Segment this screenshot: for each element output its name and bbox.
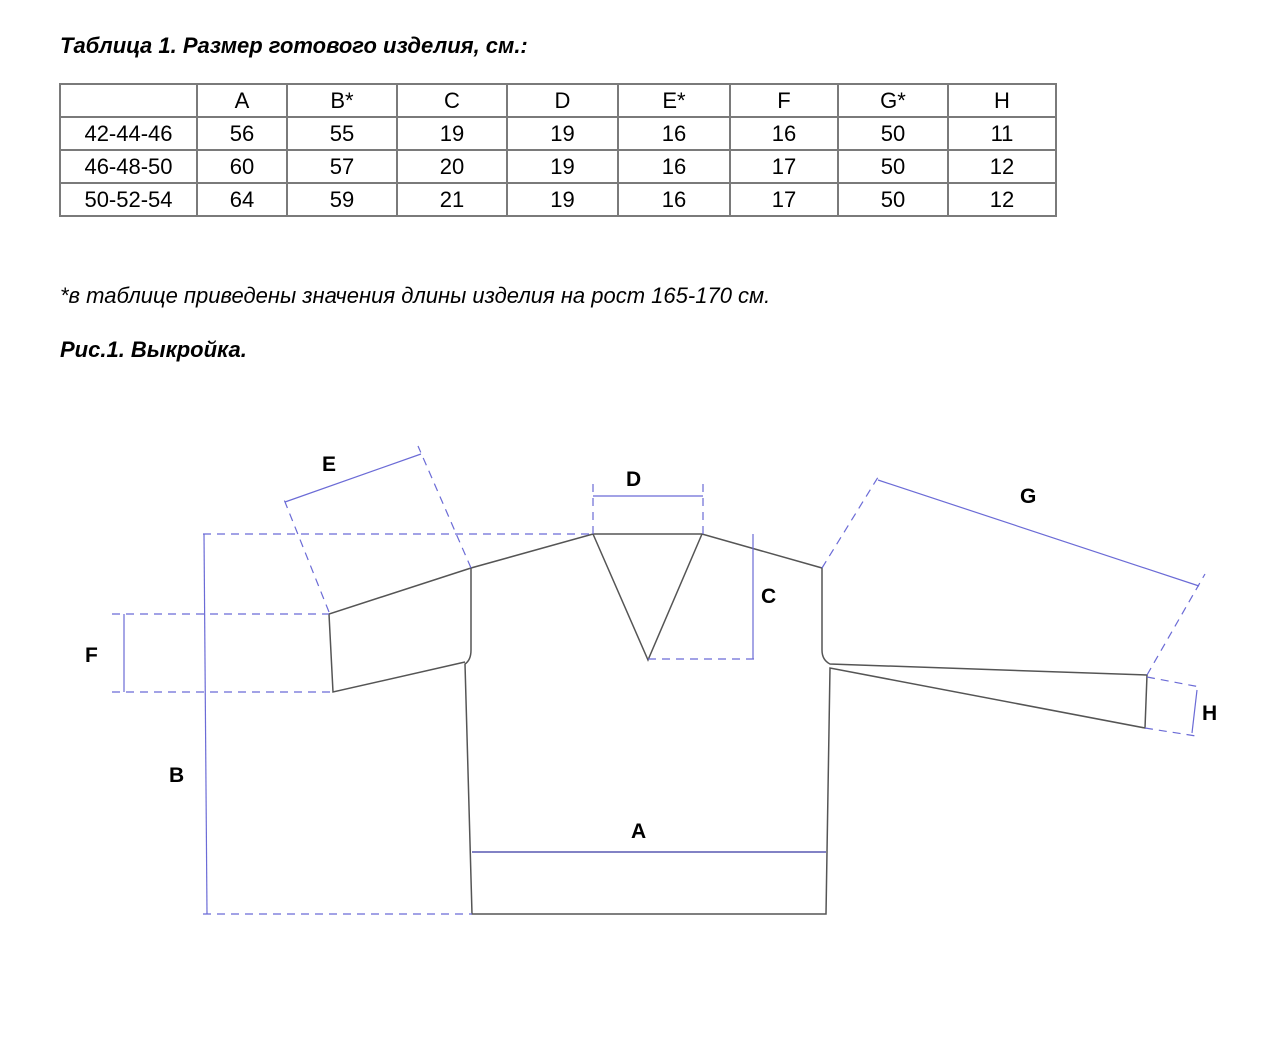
table-cell: 19 — [506, 149, 619, 184]
table-cell: 16 — [729, 116, 839, 151]
table-cell-size: 50-52-54 — [59, 182, 198, 217]
table-row: 50-52-54 64 59 21 19 16 17 50 12 — [59, 182, 1057, 217]
table-header-row: A B* C D E* F G* H — [59, 83, 1057, 118]
h-upper-extension-line — [1146, 676, 1201, 688]
v-neck-outline — [592, 533, 703, 662]
g-right-extension-line — [1146, 573, 1206, 676]
table-cell: 16 — [617, 149, 731, 184]
table-cell: 17 — [729, 149, 839, 184]
table-header-cell: C — [396, 83, 508, 118]
table-header-cell: H — [947, 83, 1057, 118]
table-header-cell — [59, 83, 198, 118]
e-dimension-line — [284, 453, 422, 503]
table-row: 42-44-46 56 55 19 19 16 16 50 11 — [59, 116, 1057, 151]
table-header-cell: B* — [286, 83, 398, 118]
table-cell-size: 46-48-50 — [59, 149, 198, 184]
g-left-extension-line — [821, 473, 881, 569]
table-header-cell: E* — [617, 83, 731, 118]
table-cell: 59 — [286, 182, 398, 217]
table-cell: 17 — [729, 182, 839, 217]
table-cell: 57 — [286, 149, 398, 184]
label-h: H — [1202, 702, 1217, 725]
left-sleeve-outline — [328, 567, 472, 693]
b-dimension-line — [203, 533, 208, 915]
label-b: B — [169, 764, 184, 787]
h-dimension-line — [1191, 689, 1198, 734]
table-title: Таблица 1. Размер готового изделия, см.: — [60, 33, 528, 58]
label-f: F — [85, 644, 98, 667]
table-cell-size: 42-44-46 — [59, 116, 198, 151]
table-header-cell: G* — [837, 83, 949, 118]
label-g: G — [1020, 485, 1036, 508]
label-d: D — [626, 468, 641, 491]
table-cell: 16 — [617, 182, 731, 217]
table-cell: 60 — [196, 149, 288, 184]
table-cell: 19 — [506, 116, 619, 151]
table-cell: 50 — [837, 149, 949, 184]
label-e: E — [322, 453, 336, 476]
g-dimension-line — [877, 479, 1200, 587]
e-left-extension-line — [282, 496, 330, 613]
table-cell: 21 — [396, 182, 508, 217]
table-cell: 20 — [396, 149, 508, 184]
table-cell: 16 — [617, 116, 731, 151]
table-cell: 19 — [396, 116, 508, 151]
table-cell: 50 — [837, 182, 949, 217]
table-cell: 11 — [947, 116, 1057, 151]
table-cell: 56 — [196, 116, 288, 151]
h-lower-extension-line — [1144, 727, 1197, 737]
table-header-cell: F — [729, 83, 839, 118]
dimension-lines — [112, 445, 1206, 915]
e-right-extension-line — [417, 445, 472, 569]
table-cell: 12 — [947, 149, 1057, 184]
table-header-cell: A — [196, 83, 288, 118]
table-cell: 19 — [506, 182, 619, 217]
table-footnote: *в таблице приведены значения длины изде… — [60, 283, 771, 308]
table-cell: 12 — [947, 182, 1057, 217]
table-cell: 55 — [286, 116, 398, 151]
table-cell: 64 — [196, 182, 288, 217]
table-cell: 50 — [837, 116, 949, 151]
garment-body-outline — [464, 533, 1148, 915]
table-row: 46-48-50 60 57 20 19 16 17 50 12 — [59, 149, 1057, 184]
label-c: C — [761, 585, 776, 608]
size-table: A B* C D E* F G* H 42-44-46 56 55 19 19 … — [59, 83, 1057, 217]
table-header-cell: D — [506, 83, 619, 118]
garment-outline — [328, 533, 1148, 915]
figure-title: Рис.1. Выкройка. — [60, 337, 247, 362]
label-a: A — [631, 820, 646, 843]
